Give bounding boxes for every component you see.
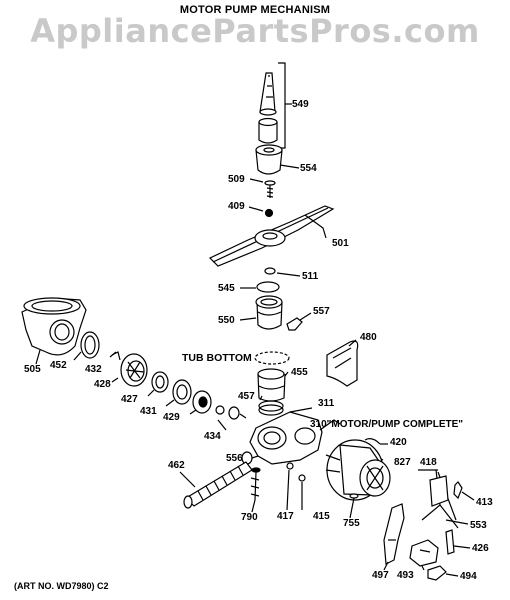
callout-428[interactable]: 428 [94,379,111,390]
part-311-pump-housing[interactable] [249,407,323,465]
callout-497[interactable]: 497 [372,570,389,581]
callout-553[interactable]: 553 [470,520,487,531]
part-497-bracket[interactable] [383,503,405,571]
callout-420[interactable]: 420 [390,437,407,448]
callout-480[interactable]: 480 [360,332,377,343]
callout-501[interactable]: 501 [332,238,349,249]
part-452-gasket[interactable] [73,331,100,361]
part-420-wire[interactable] [364,438,388,445]
part-790-screw[interactable] [250,467,261,513]
callout-434[interactable]: 434 [204,431,221,442]
part-550-hub[interactable] [239,295,283,330]
callout-509[interactable]: 509 [228,174,245,185]
part-413-spring[interactable] [453,481,475,501]
tub-bottom-label: TUB BOTTOM [182,352,252,364]
part-557-clip[interactable] [286,312,312,331]
callout-415[interactable]: 415 [313,511,330,522]
callout-493[interactable]: 493 [397,570,414,581]
part-553-leader [445,519,469,525]
part-505-drain-housing[interactable] [21,297,87,365]
part-549-spray-tower[interactable] [258,62,292,149]
callout-755[interactable]: 755 [343,518,360,529]
callout-556[interactable]: 556 [226,453,243,464]
part-415-nut[interactable] [298,474,306,510]
callout-554[interactable]: 554 [300,163,317,174]
callout-452[interactable]: 452 [50,360,67,371]
art-number: (ART NO. WD7980) C2 [14,581,109,591]
callout-549[interactable]: 549 [292,99,309,110]
callout-511[interactable]: 511 [302,271,319,282]
callout-429[interactable]: 429 [163,412,180,423]
part-545-seal[interactable] [240,281,280,293]
part-417-washer[interactable] [286,462,294,511]
watermark: AppliancePartsPros.com [30,12,480,50]
part-409-nut[interactable] [248,206,274,218]
part-457-clamp[interactable] [258,395,284,416]
callout-431[interactable]: 431 [140,406,157,417]
callout-426[interactable]: 426 [472,543,489,554]
diagram-title: MOTOR PUMP MECHANISM [179,4,331,16]
callout-545[interactable]: 545 [218,283,235,294]
callout-455[interactable]: 455 [291,367,308,378]
part-455-seal-assembly[interactable] [257,368,289,402]
callout-311[interactable]: 311 [318,398,335,409]
part-501-spray-arm[interactable] [208,205,335,267]
part-428-impeller[interactable] [111,353,148,387]
callout-417[interactable]: 417 [277,511,294,522]
part-427-ring[interactable] [147,371,169,397]
part-426-link[interactable] [445,529,471,555]
callout-409[interactable]: 409 [228,201,245,212]
callout-462[interactable]: 462 [168,460,185,471]
part-511-ring[interactable] [264,267,301,277]
callout-557[interactable]: 557 [313,306,330,317]
part-432-clamp[interactable] [109,351,121,361]
part-418-bracket[interactable] [418,469,459,529]
callout-550[interactable]: 550 [218,315,235,326]
part-429-impeller-cover[interactable] [189,390,212,415]
part-434-fitting[interactable] [215,405,247,431]
part-480-guard[interactable] [326,339,359,387]
part-755-bolt[interactable] [349,493,359,519]
callout-827[interactable]: 827 [394,457,411,468]
part-556-fitting[interactable] [241,451,259,465]
motor-pump-complete-label: 310"MOTOR/PUMP COMPLETE" [310,419,464,430]
callout-413[interactable]: 413 [476,497,493,508]
callout-505[interactable]: 505 [24,364,41,375]
tub-bottom-gasket [254,351,290,365]
part-462-hose[interactable] [179,461,253,509]
callout-432[interactable]: 432 [85,364,102,375]
part-494-plunger[interactable] [427,565,459,581]
callout-457[interactable]: 457 [238,391,255,402]
part-493-solenoid[interactable] [409,539,439,571]
callout-494[interactable]: 494 [460,571,477,582]
part-431-seal[interactable] [165,379,192,407]
callout-790[interactable]: 790 [241,512,258,523]
part-554-coupling[interactable] [255,144,300,175]
callout-418[interactable]: 418 [420,457,437,468]
part-509-screw[interactable] [249,178,276,198]
motor-assembly[interactable] [319,419,391,501]
callout-427[interactable]: 427 [121,394,138,405]
